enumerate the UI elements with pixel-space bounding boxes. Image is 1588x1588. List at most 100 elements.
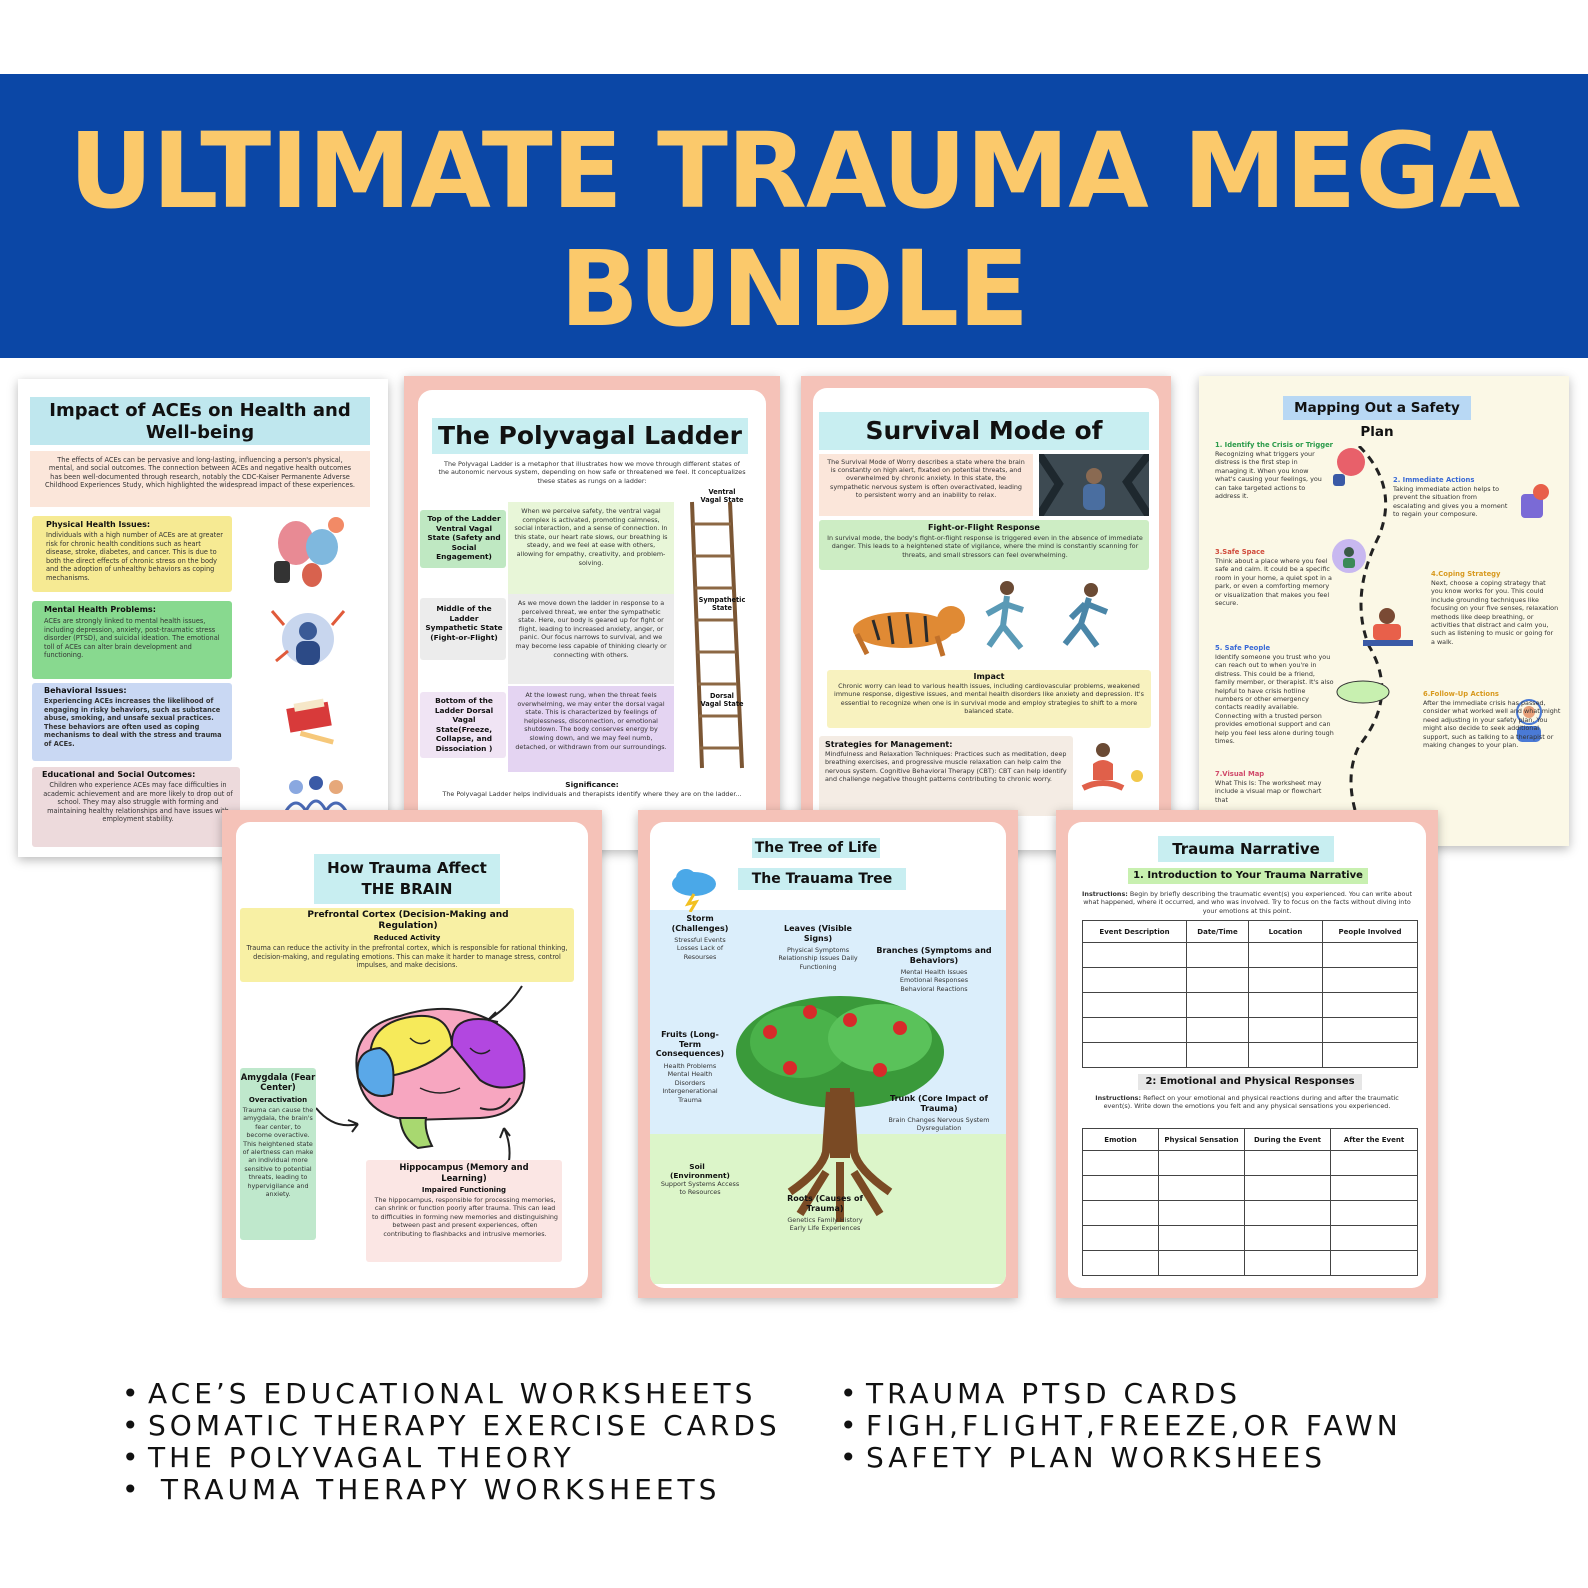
list-item: •FIGH,FLIGHT,FREEZE,OR FAWN — [840, 1409, 1402, 1442]
table-row — [1082, 1042, 1418, 1068]
features-list-left: •ACE’S EDUCATIONAL WORKSHEETS •SOMATIC T… — [122, 1378, 781, 1506]
strategies-heading: Strategies for Management: — [825, 740, 953, 749]
aces-education-block — [32, 767, 240, 847]
aces-behavioral-block — [32, 683, 232, 761]
roots-heading: Roots (Causes of Trauma) — [787, 1194, 863, 1213]
table-row — [1082, 1017, 1418, 1043]
list-item: •SAFETY PLAN WORKSHEES — [840, 1441, 1327, 1474]
impact-heading: Impact — [973, 672, 1005, 681]
response-table: Emotion Physical Sensation During the Ev… — [1082, 1128, 1418, 1276]
tree-of-life-page: The Tree of Life The Trauama Tree Storm … — [650, 822, 1006, 1288]
safety-step-7-heading: 7.Visual Map — [1215, 770, 1265, 778]
amygdala-box — [240, 1068, 316, 1240]
hippocampus-box — [366, 1160, 562, 1262]
ground-area — [650, 1134, 1006, 1284]
list-item: • TRAUMA THERAPY WORKSHEETS — [122, 1473, 721, 1506]
anxious-person-illustration — [1039, 454, 1149, 516]
trunk-text: Brain Changes Nervous System Dysregulati… — [888, 1116, 990, 1133]
roots-text: Genetics Family History Early Life Exper… — [787, 1216, 863, 1233]
tree-title-2: The Trauama Tree — [738, 868, 906, 890]
survival-title: Survival Mode of Worry — [819, 412, 1149, 483]
bullet-icon: • — [122, 1441, 143, 1474]
soil-text: Support Systems Access to Resources — [660, 1180, 740, 1197]
ladder-label-ventral: Ventral Vagal State — [700, 488, 744, 504]
aces-mental-heading: Mental Health Problems: — [44, 605, 156, 614]
after-event-header: After the Event — [1330, 1128, 1418, 1151]
aces-title: Impact of ACEs on Health and Well-being — [30, 397, 370, 445]
list-item: •SOMATIC THERAPY EXERCISE CARDS — [122, 1409, 781, 1442]
brain-thinking-icon — [1333, 448, 1365, 486]
fruits-heading: Fruits (Long-Term Consequences) — [655, 1030, 725, 1059]
storm-heading: Storm (Challenges) — [671, 914, 729, 933]
pfc-sub: Reduced Activity — [373, 934, 441, 942]
instructions-1-label: Instructions: — [1082, 890, 1128, 898]
table-row — [1082, 1200, 1418, 1226]
rung-top-text: When we perceive safety, the ventral vag… — [508, 502, 674, 594]
storm-cloud-icon — [672, 869, 716, 912]
amygdala-heading: Amygdala (Fear Center) — [240, 1072, 316, 1093]
trunk-heading: Trunk (Core Impact of Trauma) — [890, 1094, 988, 1113]
polyvagal-title: The Polyvagal Ladder — [432, 418, 748, 454]
physical-sensation-header: Physical Sensation — [1158, 1128, 1245, 1151]
safety-step-1-text: Recognizing what triggers your distress … — [1215, 450, 1322, 501]
fruits-text: Health Problems Mental Health Disorders … — [662, 1062, 718, 1104]
aces-education-text: Children who experience ACEs may face di… — [43, 781, 233, 824]
rung-middle-text: As we move down the ladder in response t… — [508, 594, 674, 684]
rung-bottom-text: At the lowest rung, when the threat feel… — [508, 686, 674, 772]
aces-behavioral-text: Experiencing ACEs increases the likeliho… — [44, 697, 222, 748]
aces-intro: The effects of ACEs can be pervasive and… — [30, 451, 370, 507]
cigarettes-illustration — [286, 698, 334, 745]
aces-physical-block — [32, 516, 232, 592]
table-row — [1082, 942, 1418, 968]
rung-middle-label: Middle of the Ladder Sympathetic State (… — [425, 604, 503, 642]
features-list-right: •TRAUMA PTSD CARDS •FIGH,FLIGHT,FREEZE,O… — [840, 1378, 1402, 1474]
aces-mental-text: ACEs are strongly linked to mental healt… — [44, 617, 220, 660]
safety-step-5-heading: 5. Safe People — [1215, 644, 1271, 652]
table-row — [1082, 992, 1418, 1018]
event-description-header: Event Description — [1082, 920, 1187, 943]
safety-step-2-text: Taking immediate action helps to prevent… — [1393, 485, 1508, 519]
organs-illustration — [274, 517, 344, 587]
rung-top-label-box — [420, 510, 506, 568]
ladder-label-sympathetic: Sympathetic State — [698, 596, 746, 612]
safety-plan-card: Mapping Out a Safety Plan 1. Identify th… — [1199, 376, 1569, 846]
strategies-text: Mindfulness and Relaxation Techniques: P… — [825, 750, 1067, 784]
narrative-title: Trauma Narrative — [1158, 836, 1334, 862]
meditation-illustration — [1081, 743, 1143, 791]
aces-education-heading: Educational and Social Outcomes: — [42, 770, 196, 779]
emotion-header: Emotion — [1082, 1128, 1159, 1151]
bundle-title-line-1: ULTIMATE TRAUMA MEGA — [68, 110, 1521, 232]
safety-step-1-heading: 1. Identify the Crisis or Trigger — [1215, 441, 1334, 449]
brain-illustration — [355, 1007, 526, 1150]
narrative-instructions-2: Instructions: Reflect on your emotional … — [1092, 1094, 1402, 1111]
safety-step-7-text: What This Is: The worksheet may include … — [1215, 779, 1322, 804]
table-row — [1082, 1150, 1418, 1176]
aces-mental-block — [32, 601, 232, 679]
safe-space-icon — [1332, 539, 1366, 573]
fight-flight-text: In survival mode, the body's fight-or-fl… — [827, 534, 1143, 559]
narrative-section-1: 1. Introduction to Your Trauma Narrative — [1128, 868, 1368, 884]
polyvagal-intro: The Polyvagal Ladder is a metaphor that … — [438, 460, 746, 485]
table-row — [1082, 1225, 1418, 1251]
bullet-icon: • — [122, 1473, 143, 1506]
hippocampus-sub: Impaired Functioning — [421, 1186, 507, 1194]
list-item: •TRAUMA PTSD CARDS — [840, 1377, 1242, 1410]
tree-illustration — [736, 996, 944, 1222]
impact-box — [827, 670, 1151, 728]
leaves-heading: Leaves (Visible Signs) — [784, 924, 852, 943]
bullet-icon: • — [840, 1377, 861, 1410]
safety-step-4-heading: 4.Coping Strategy — [1431, 570, 1501, 578]
safety-step-4-text: Next, choose a coping strategy that you … — [1431, 579, 1559, 646]
trauma-brain-card: How Trauma Affect THE BRAIN Prefrontal C… — [222, 810, 602, 1298]
brain-title: How Trauma Affect THE BRAIN — [314, 854, 500, 904]
bullet-icon: • — [840, 1409, 861, 1442]
narrative-instructions-1: Instructions: Begin by briefly describin… — [1080, 890, 1414, 915]
arrow-to-pfc-icon — [487, 985, 523, 1023]
safety-plan-title: Mapping Out a Safety Plan — [1283, 396, 1471, 440]
event-table: Event Description Date/Time Location Peo… — [1082, 920, 1418, 1068]
survival-mode-page: Survival Mode of Worry The Survival Mode… — [813, 388, 1159, 850]
table-row — [1082, 1175, 1418, 1201]
survival-intro: The Survival Mode of Worry describes a s… — [819, 454, 1033, 516]
storm-text: Stressful Events Losses Lack of Resourse… — [674, 936, 726, 961]
bundle-title: ULTIMATE TRAUMA MEGA BUNDLE — [0, 112, 1588, 348]
